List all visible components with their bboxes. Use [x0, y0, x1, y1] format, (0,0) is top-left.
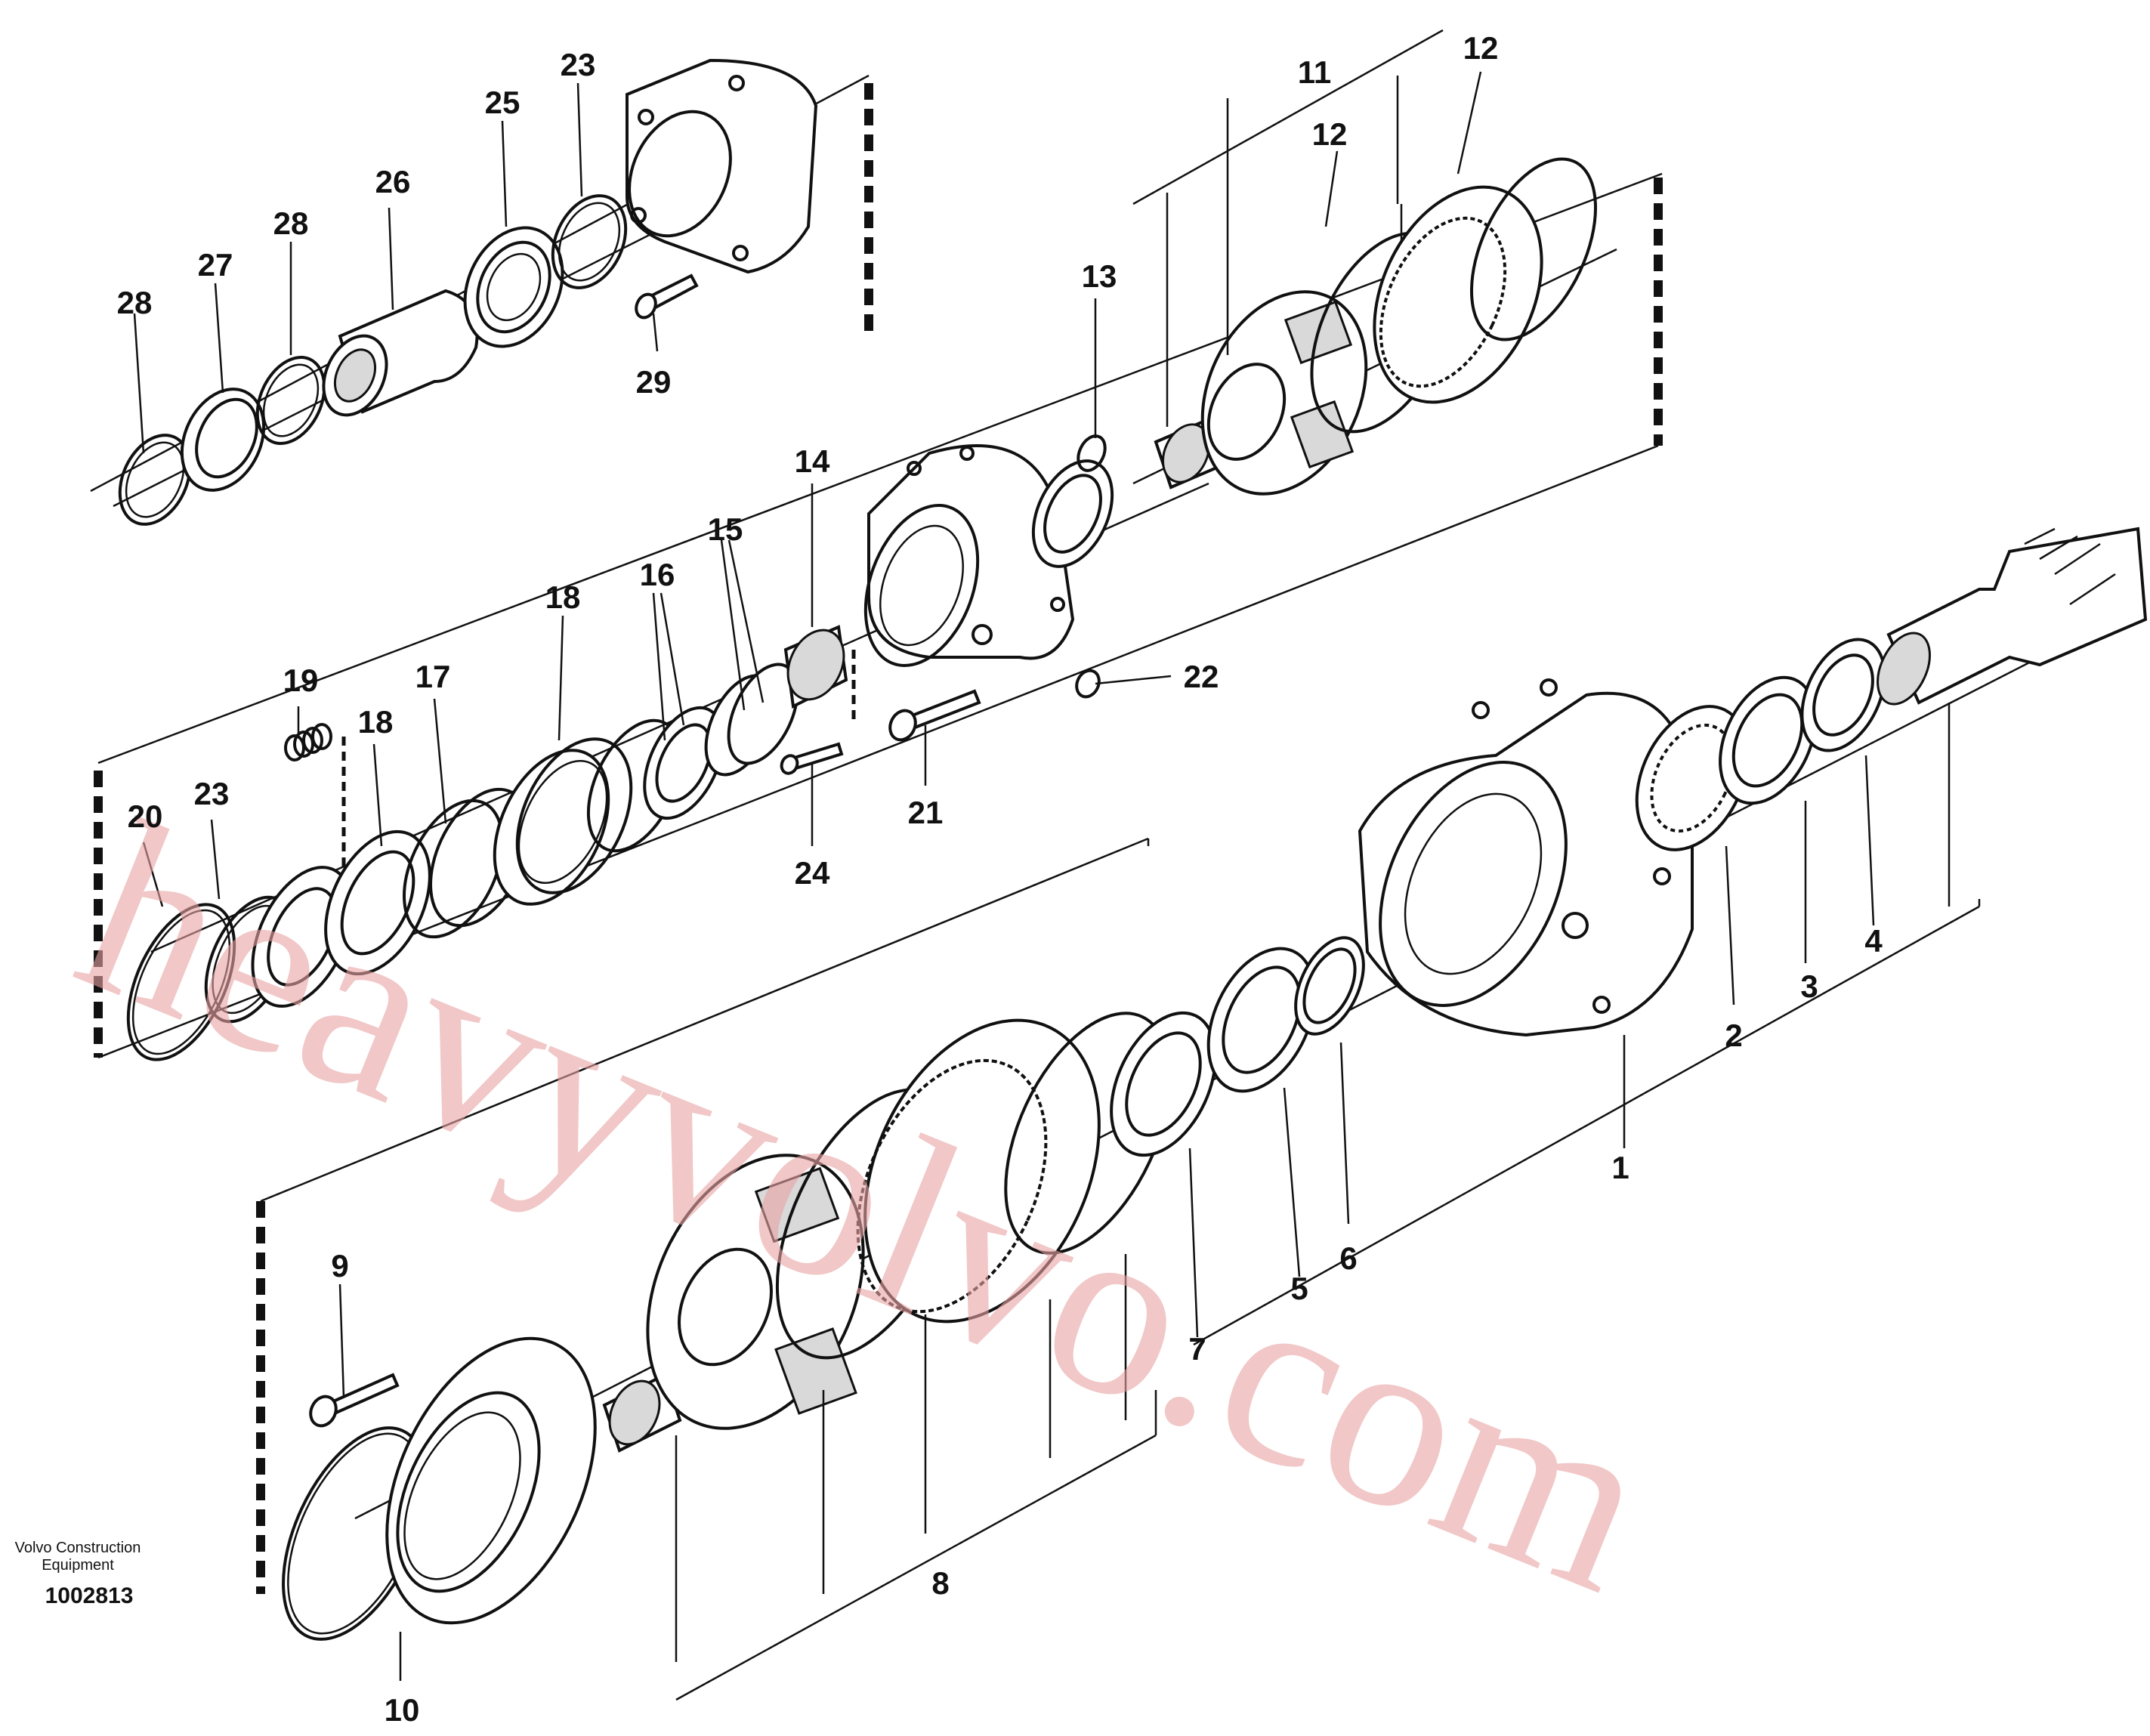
callout-1: 1 — [1611, 1150, 1629, 1185]
seal-3 — [1719, 675, 1817, 805]
piston-18a — [324, 829, 431, 976]
callout-23b: 23 — [194, 776, 230, 811]
o-ring-20 — [126, 903, 236, 1061]
ring-gear-bottom — [863, 1018, 1101, 1324]
top-right-assembly — [1132, 157, 1617, 496]
callout-28a: 28 — [117, 285, 153, 320]
callout-18a: 18 — [545, 579, 581, 615]
callout-15: 15 — [708, 511, 743, 547]
ring-gear — [1373, 185, 1543, 404]
credit-line2: Equipment — [42, 1557, 114, 1574]
snap-ring-28a — [118, 434, 192, 526]
callout-12b: 12 — [1312, 116, 1348, 152]
callout-2: 2 — [1725, 1018, 1742, 1053]
seal-6 — [1294, 936, 1365, 1036]
flange-cover — [385, 1336, 597, 1625]
seal-27 — [180, 388, 266, 492]
main-housing-1 — [1358, 691, 1694, 1037]
callout-5: 5 — [1290, 1271, 1308, 1306]
snap-ring-23 — [551, 194, 628, 289]
bearing-5 — [1206, 947, 1317, 1093]
callout-26: 26 — [375, 164, 411, 199]
disc-15b — [727, 663, 799, 765]
callout-14: 14 — [795, 443, 830, 479]
callout-9: 9 — [331, 1248, 348, 1283]
callout-16: 16 — [640, 557, 675, 592]
callout-7: 7 — [1188, 1331, 1206, 1367]
bolt-21 — [904, 689, 981, 731]
top-left-assembly — [113, 58, 818, 526]
callout-25: 25 — [485, 85, 521, 120]
callout-20: 20 — [128, 798, 163, 834]
callout-18b: 18 — [358, 704, 394, 740]
callout-12a: 12 — [1463, 30, 1499, 66]
callout-27: 27 — [198, 247, 233, 283]
plug-22 — [1075, 669, 1101, 699]
motor-housing — [867, 444, 1075, 660]
callout-4: 4 — [1864, 923, 1883, 959]
callout-13: 13 — [1082, 258, 1117, 294]
callout-11: 11 — [1298, 54, 1331, 90]
callout-8: 8 — [931, 1565, 949, 1601]
callout-23a: 23 — [561, 47, 596, 82]
output-pinion-shaft — [1886, 527, 2148, 705]
piston-18b — [493, 749, 610, 906]
o-ring-8b — [1004, 1012, 1172, 1255]
middle-assembly — [126, 434, 1209, 1061]
seal-7 — [1110, 1011, 1217, 1157]
bearing-25 — [463, 226, 564, 348]
callout-19: 19 — [283, 663, 319, 698]
callout-22: 22 — [1184, 659, 1219, 694]
ring-4 — [1800, 638, 1886, 752]
housing-flange — [626, 58, 818, 274]
spring-19 — [284, 723, 332, 761]
leader-lines — [133, 71, 1951, 1681]
callout-17: 17 — [415, 659, 451, 694]
callout-21: 21 — [908, 795, 944, 830]
callout-28b: 28 — [273, 205, 309, 241]
callout-24: 24 — [795, 855, 830, 891]
callout-10: 10 — [385, 1692, 420, 1728]
o-ring-17 — [403, 798, 504, 939]
o-ring-12b — [1469, 157, 1598, 341]
drawing-number: 1002813 — [45, 1583, 134, 1608]
callout-3: 3 — [1800, 968, 1818, 1004]
bottom-assembly — [282, 527, 2148, 1641]
credit-line1: Volvo Construction — [15, 1540, 141, 1556]
callout-6: 6 — [1339, 1240, 1357, 1276]
callout-labels: 28 27 28 26 25 23 29 11 12 12 13 14 15 1… — [117, 30, 1883, 1728]
credit-block: Volvo Construction Equipment 1002813 — [15, 1540, 141, 1608]
snap-ring-28b — [255, 356, 326, 445]
seal-13 — [1031, 459, 1114, 568]
callout-29: 29 — [636, 364, 672, 400]
